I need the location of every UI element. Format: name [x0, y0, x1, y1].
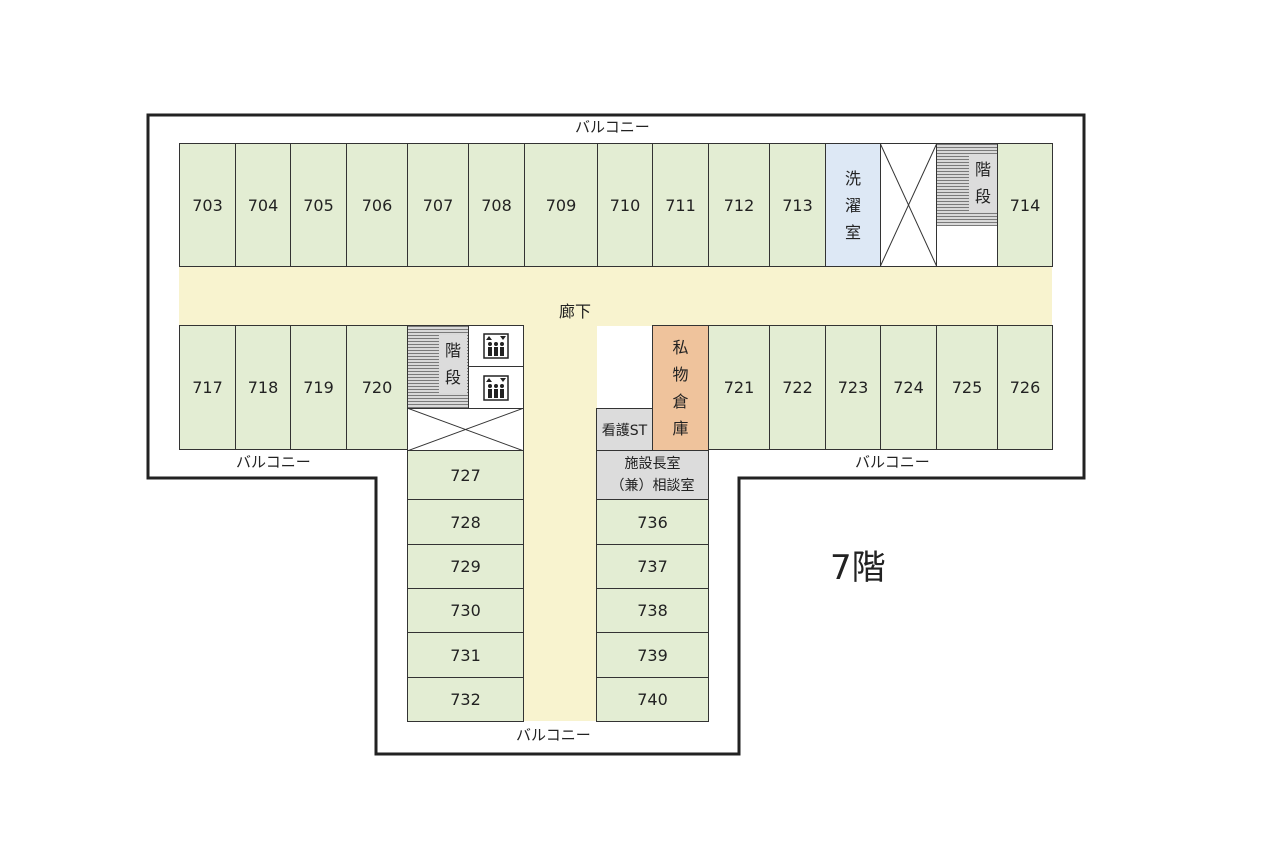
room-725: 725	[936, 325, 998, 450]
room-706: 706	[346, 143, 408, 267]
room-740: 740	[596, 677, 709, 722]
stairs-char-1: 階	[444, 341, 461, 360]
room-717: 717	[179, 325, 236, 450]
room-714: 714	[997, 143, 1053, 267]
balcony-label-left: バルコニー	[233, 454, 314, 470]
room-712: 712	[708, 143, 770, 267]
room-711: 711	[652, 143, 709, 267]
room-726: 726	[997, 325, 1053, 450]
balcony-label-bottom: バルコニー	[513, 727, 594, 743]
elevator-icon	[483, 333, 509, 359]
private-storage: 私 物 倉 庫	[652, 325, 709, 451]
storage-char-1: 私	[672, 338, 689, 357]
balcony-label-top: バルコニー	[572, 119, 653, 135]
room-738: 738	[596, 588, 709, 633]
room-713: 713	[769, 143, 826, 267]
room-739: 739	[596, 632, 709, 678]
storage-char-2: 物	[672, 365, 689, 384]
void-area	[407, 408, 524, 451]
director-room-line2: （兼）相談室	[610, 478, 695, 494]
room-723: 723	[825, 325, 881, 450]
elevator-icon	[483, 374, 509, 401]
floor-label: 7階	[830, 548, 886, 588]
room-736: 736	[596, 499, 709, 545]
director-room: 施設長室 （兼）相談室	[596, 450, 709, 500]
room-707: 707	[407, 143, 469, 267]
laundry-room: 洗 濯 室	[825, 143, 881, 267]
room-730: 730	[407, 588, 524, 633]
room-737: 737	[596, 544, 709, 589]
director-room-line1: 施設長室	[624, 456, 681, 472]
room-705: 705	[290, 143, 347, 267]
room-732: 732	[407, 677, 524, 722]
room-721: 721	[708, 325, 770, 450]
stairs-char-1: 階	[974, 160, 991, 179]
room-722: 722	[769, 325, 826, 450]
corridor-vertical	[523, 266, 597, 721]
balcony-label-right: バルコニー	[852, 454, 933, 470]
stairs-label-middle: 階 段	[439, 335, 467, 393]
room-704: 704	[235, 143, 291, 267]
laundry-char-2: 濯	[844, 195, 861, 215]
stairwell-top: 階 段	[936, 143, 998, 267]
corridor-label: 廊下	[558, 302, 591, 321]
room-720: 720	[346, 325, 408, 450]
storage-char-3: 倉	[672, 392, 689, 411]
corridor-horizontal	[179, 266, 1052, 326]
stairs-char-2: 段	[444, 368, 461, 387]
room-718: 718	[235, 325, 291, 450]
room-728: 728	[407, 499, 524, 545]
room-731: 731	[407, 632, 524, 678]
room-727: 727	[407, 450, 524, 500]
room-708: 708	[468, 143, 525, 267]
storage-char-4: 庫	[672, 419, 689, 438]
stairs-label-top: 階 段	[969, 154, 997, 212]
elevator-shaft-top	[880, 143, 937, 267]
room-724: 724	[880, 325, 937, 450]
elevator-icon	[468, 366, 524, 409]
nurse-station: 看護ST	[596, 408, 653, 451]
stair-steps	[937, 144, 969, 226]
room-703: 703	[179, 143, 236, 267]
room-719: 719	[290, 325, 347, 450]
room-710: 710	[597, 143, 653, 267]
laundry-char-1: 洗	[844, 168, 861, 188]
room-729: 729	[407, 544, 524, 589]
room-709: 709	[524, 143, 598, 267]
stairs-char-2: 段	[974, 187, 991, 206]
elevator-icon	[468, 325, 524, 367]
laundry-char-3: 室	[844, 222, 861, 242]
